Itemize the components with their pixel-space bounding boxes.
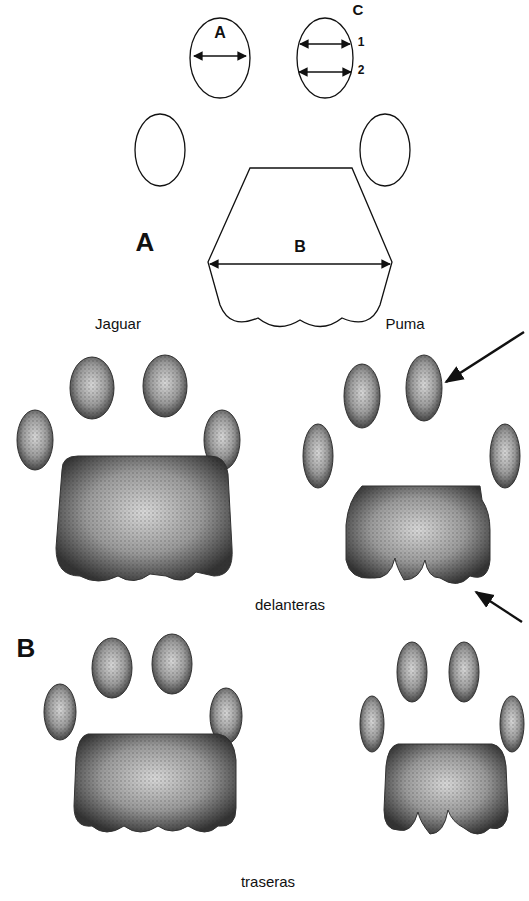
jaguar-rear-print <box>44 634 242 832</box>
puma-rear-print <box>360 642 524 834</box>
jaguar-front-print <box>17 355 240 581</box>
dimension-label: 1 <box>358 36 365 49</box>
dimension-arrows <box>194 44 390 264</box>
panel-label: A <box>136 228 155 257</box>
dimension-label: 2 <box>358 64 365 77</box>
outline-paw <box>135 18 410 327</box>
caption-label: delanteras <box>255 597 325 614</box>
pointer-arrows <box>446 332 524 622</box>
species-label: Puma <box>385 316 424 333</box>
caption-label: traseras <box>241 874 295 891</box>
dimension-label: A <box>214 24 226 42</box>
dimension-label: B <box>294 238 306 256</box>
panel-label: B <box>17 634 36 663</box>
puma-front-print <box>303 355 520 584</box>
dimension-label: C <box>353 2 364 19</box>
species-label: Jaguar <box>95 316 141 333</box>
